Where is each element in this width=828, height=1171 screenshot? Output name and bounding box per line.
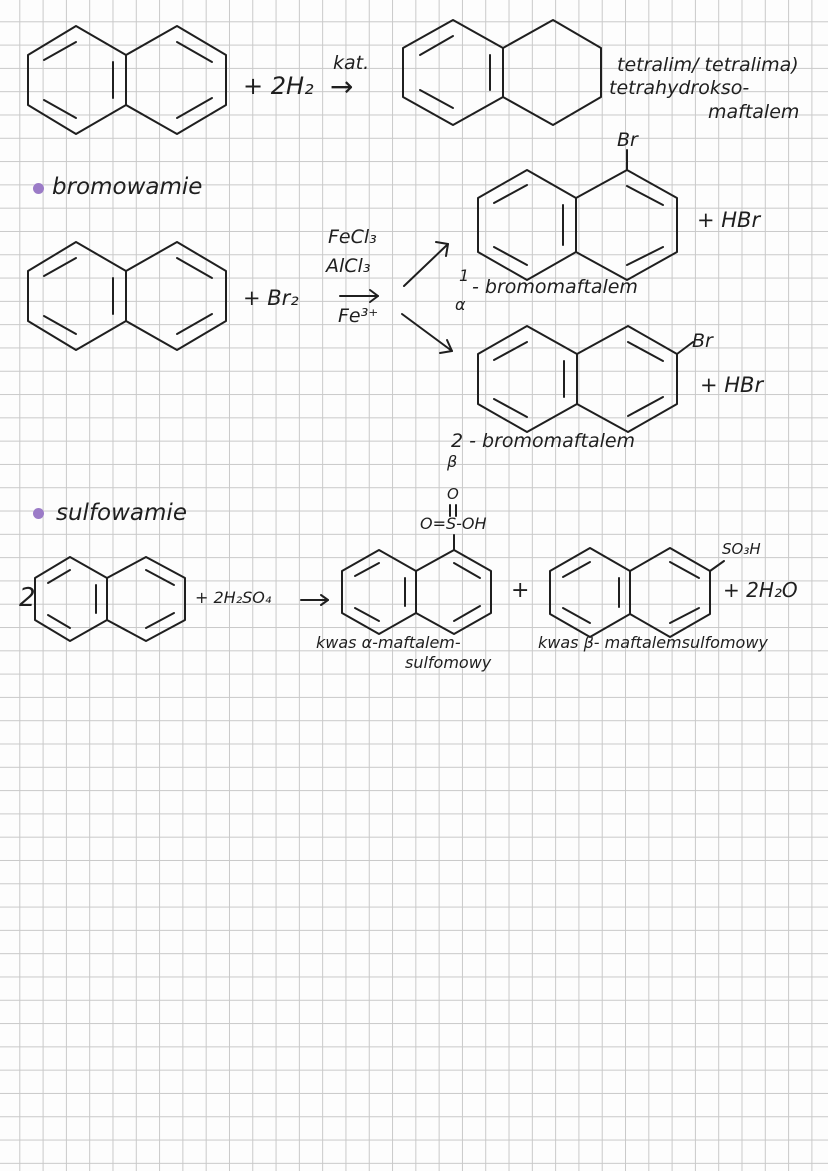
hbr-byproduct-2: + HBr: [700, 373, 764, 397]
sulfonation-arrow-label: →: [300, 582, 301, 583]
beta-naphthalenesulfonic-acid-structure: [549, 547, 725, 638]
sulfonic-group: O=S-OH: [420, 514, 487, 533]
br-substituent-2: Br: [692, 330, 713, 352]
heading-sulfonation: sulfowamie: [56, 500, 187, 526]
so3h-group: SO₃H: [722, 540, 761, 558]
naphthalene-reactant-2: [27, 241, 227, 351]
1-bromonaphthalene-structure: [477, 149, 678, 281]
hbr-byproduct-1: + HBr: [697, 208, 761, 232]
alpha-naphthalenesulfonic-acid-structure: [341, 504, 492, 635]
plus-sign: +: [511, 578, 530, 603]
heading-bromination: bromowamie: [52, 174, 203, 200]
sulfonic-top-o: O: [447, 485, 459, 503]
2-bromonaphthalene-structure: [477, 325, 694, 433]
br-substituent-1: Br: [617, 129, 638, 151]
water-byproduct: + 2H₂O: [723, 578, 798, 602]
catalyst-alcl3: AlCl₃: [326, 255, 371, 277]
reaction-arrow-1: →: [330, 70, 354, 103]
product-1-position: 1: [459, 266, 470, 285]
product-1-name: - bromomaftalem: [472, 276, 638, 298]
naphthalene-reactant-3: [34, 556, 186, 642]
product-1-greek: α: [455, 295, 466, 314]
catalyst-label: kat.: [333, 52, 370, 74]
product-alpha-name-line1: kwas α-maftalem-: [316, 633, 461, 652]
naphthalene-reactant-1: [27, 25, 227, 135]
tetralin-name-line1: tetralim/ tetralima): [617, 54, 799, 76]
bromination-arrows: [339, 241, 453, 354]
bullet-sulfonation: [33, 508, 44, 519]
h2-reagent: + 2H₂: [243, 72, 314, 100]
tetralin-name-line3: maftalem: [708, 101, 800, 123]
tetralin-product: [402, 19, 602, 126]
product-2-name: 2 - bromomaftalem: [451, 430, 636, 452]
product-alpha-name-line2: sulfomowy: [405, 653, 492, 672]
bullet-bromination: [33, 183, 44, 194]
side-mark: 2: [19, 583, 36, 613]
product-2-greek: β: [447, 452, 458, 471]
catalyst-fe3plus: Fe³⁺: [338, 305, 379, 327]
catalyst-fecl3: FeCl₃: [328, 226, 377, 248]
br2-reagent: + Br₂: [243, 286, 299, 310]
product-beta-name: kwas β- maftalemsulfomowy: [538, 633, 768, 652]
h2so4-reagent: + 2H₂SO₄: [195, 588, 272, 607]
tetralin-name-line2: tetrahydrokso-: [609, 77, 750, 99]
